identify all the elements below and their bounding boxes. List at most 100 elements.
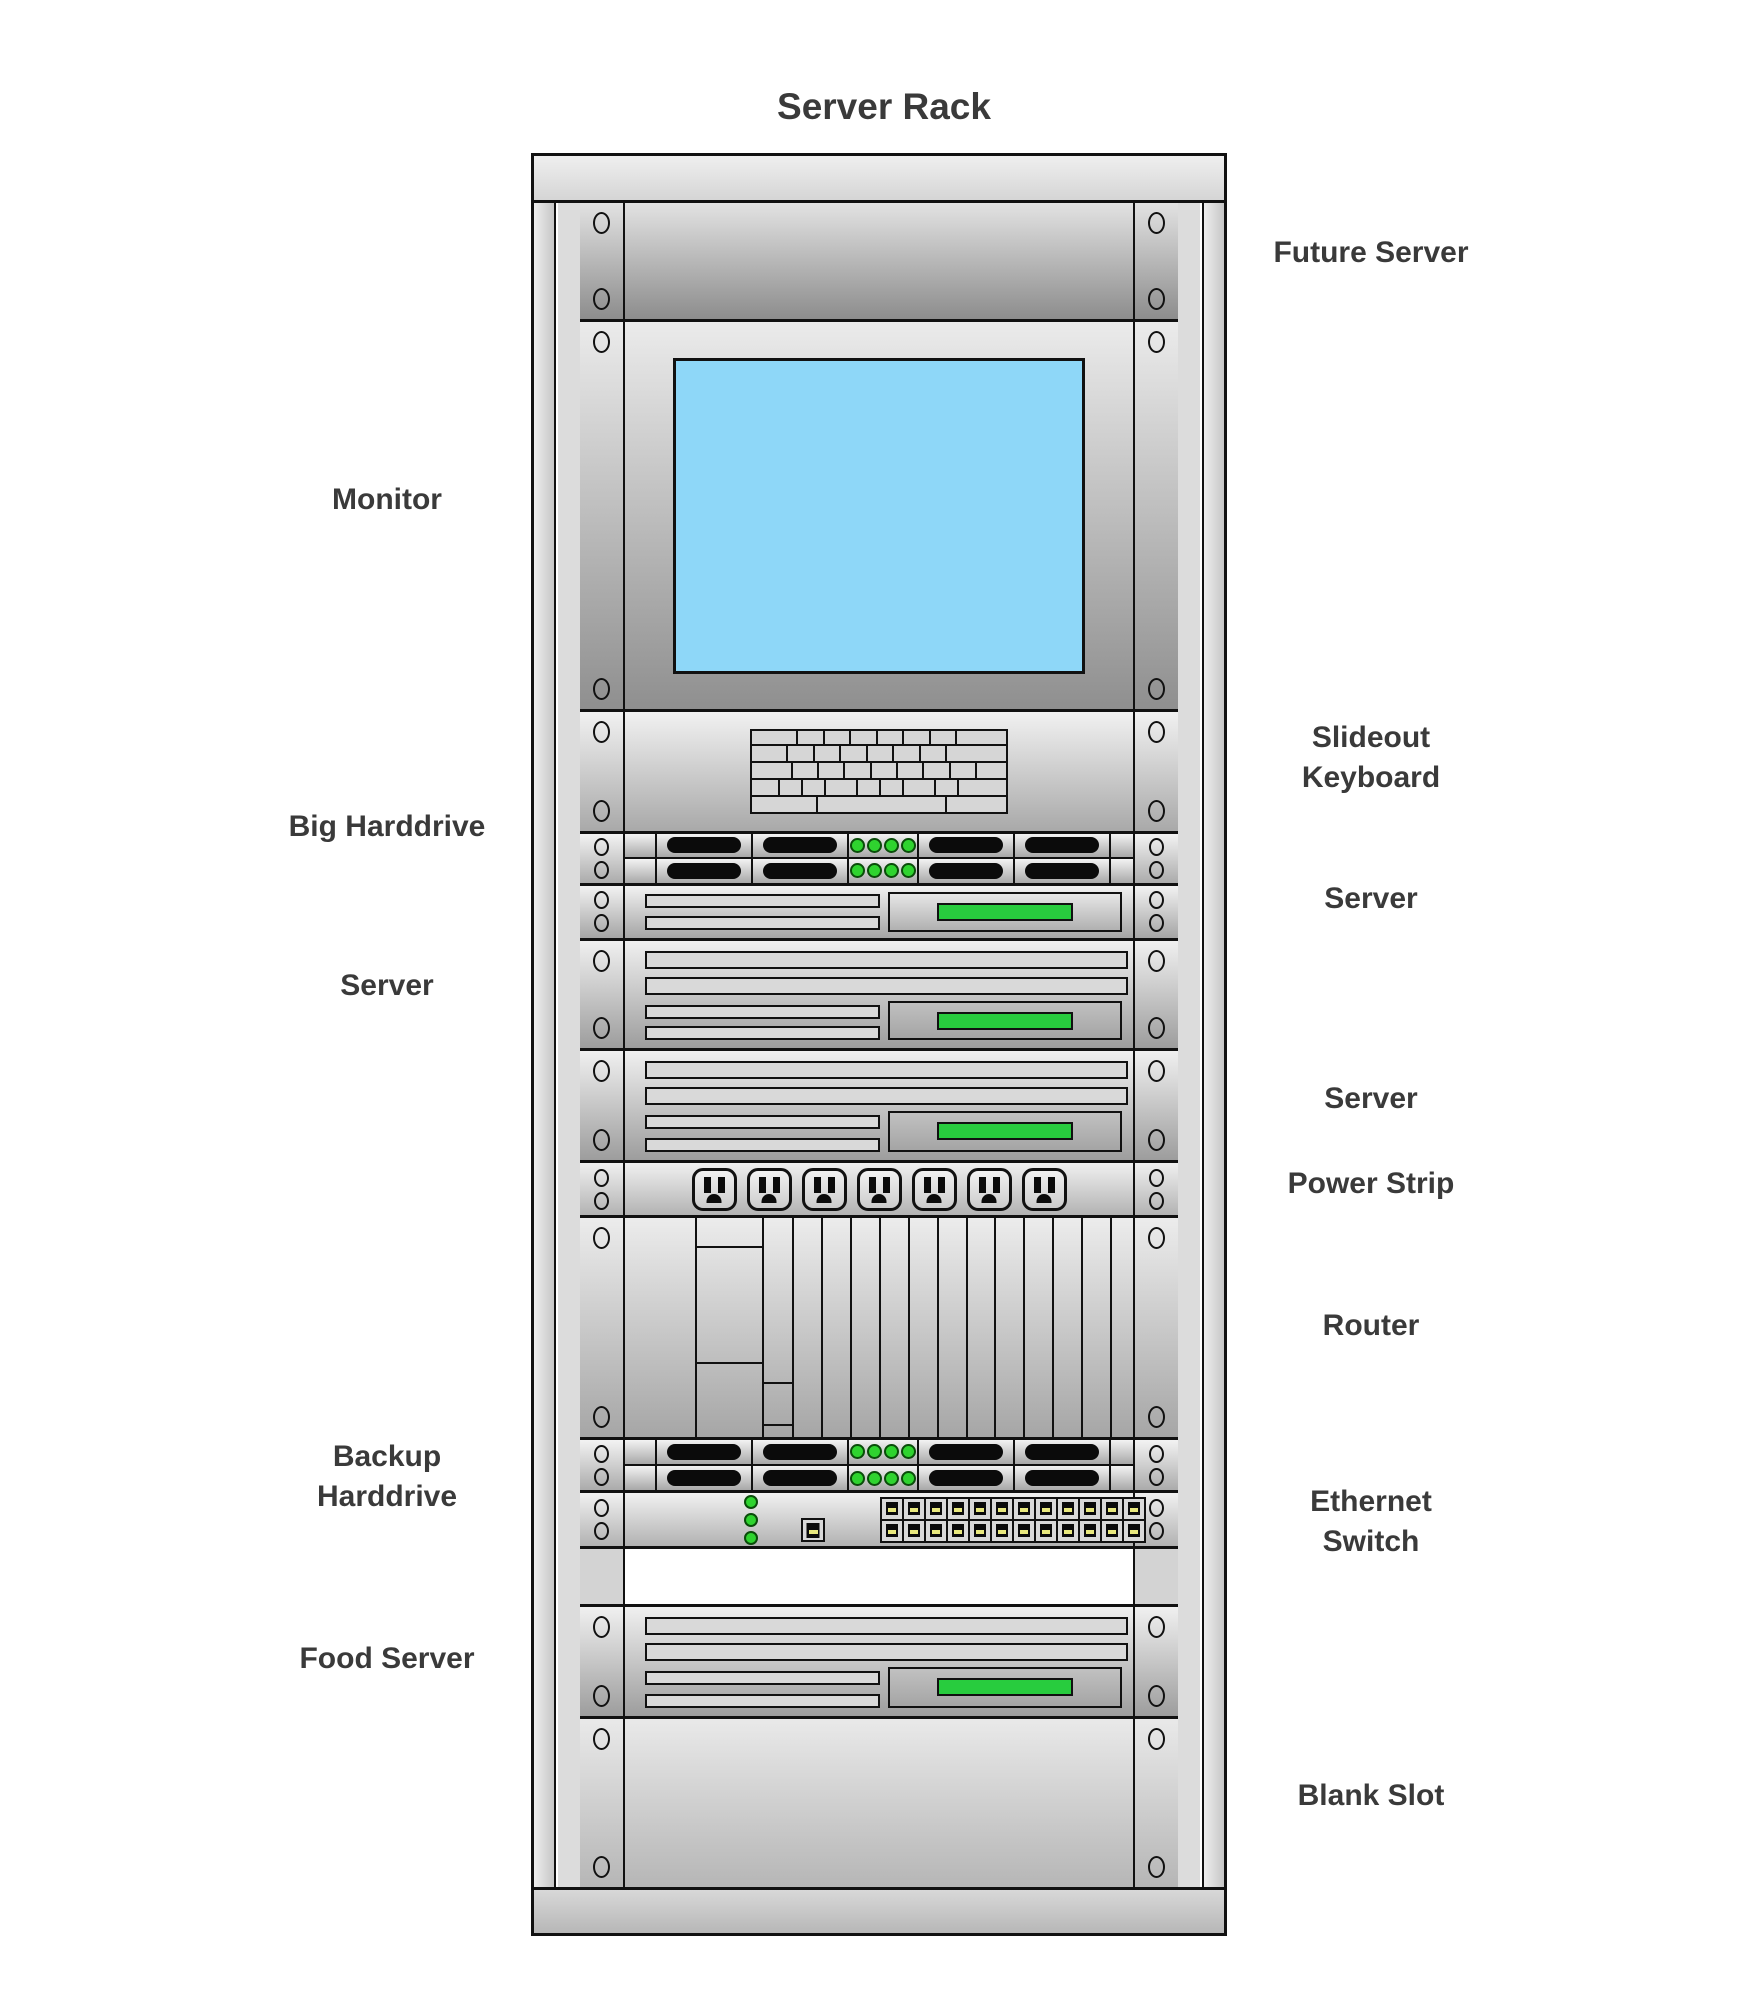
drive-bay-handle	[929, 837, 1003, 854]
mounting-flange	[1133, 885, 1178, 939]
port-pins	[1064, 1507, 1072, 1512]
mounting-hole	[593, 1227, 610, 1250]
mounting-flange	[1133, 1050, 1178, 1160]
status-led	[850, 863, 865, 879]
outlet-prong	[937, 1176, 945, 1193]
mounting-hole	[1149, 1499, 1164, 1518]
mounting-hole	[594, 914, 609, 933]
mounting-hole	[594, 1168, 609, 1187]
label-backup-harddrive: Backup Harddrive	[316, 1440, 458, 1513]
mounting-flange	[580, 203, 625, 319]
vent-slot	[645, 1114, 880, 1129]
port-plug	[1128, 1523, 1140, 1537]
slot-divider	[849, 1218, 852, 1437]
drive-bay	[1013, 1439, 1109, 1465]
outlet-ground	[871, 1193, 887, 1203]
mounting-flange	[580, 833, 625, 883]
ethernet-port	[1034, 1496, 1058, 1521]
port-plug	[1040, 1523, 1052, 1537]
rack-bottom-bar	[534, 1887, 1224, 1933]
outlet-prong	[882, 1176, 890, 1193]
mounting-flange	[1133, 1607, 1178, 1716]
mounting-hole	[594, 860, 609, 879]
unit-server-1u	[580, 882, 1178, 939]
keyboard-key	[815, 795, 948, 815]
power-indicator-bar	[937, 1678, 1073, 1697]
port-pins	[910, 1507, 918, 1512]
port-plug	[908, 1501, 920, 1515]
port-plug	[1062, 1501, 1074, 1515]
mounting-hole	[1148, 1227, 1165, 1250]
label-ethernet-switch: Ethernet Switch	[1310, 1485, 1432, 1558]
mounting-flange	[1133, 1439, 1178, 1491]
power-indicator-bar	[937, 1011, 1073, 1030]
server-vents	[645, 893, 880, 931]
status-led	[901, 837, 916, 853]
port-plug	[1018, 1501, 1030, 1515]
drive-bay-handle	[1025, 1470, 1099, 1487]
mounting-hole	[593, 1616, 610, 1639]
bay-spacer	[1109, 859, 1133, 883]
ethernet-port	[968, 1496, 992, 1521]
drive-bay	[751, 859, 847, 883]
mounting-hole	[594, 1467, 609, 1486]
bay-spacer	[625, 1466, 655, 1490]
vent-slot	[645, 1025, 880, 1040]
outlet-ground	[926, 1193, 942, 1203]
switch-panel	[625, 1493, 1146, 1546]
drive-bay-handle	[667, 837, 741, 854]
status-led	[867, 1470, 882, 1486]
mounting-hole	[593, 330, 610, 353]
server-drive-door	[888, 891, 1122, 933]
mounting-hole	[1149, 1444, 1164, 1463]
mounting-flange	[1133, 1549, 1178, 1605]
ethernet-port	[1078, 1518, 1102, 1543]
server-drive-door	[888, 1110, 1122, 1152]
server-vents	[645, 1114, 880, 1152]
label-blank-slot: Blank Slot	[1297, 1779, 1445, 1812]
outlet-prong	[1033, 1176, 1041, 1193]
port-plug	[930, 1523, 942, 1537]
unit-router	[580, 1215, 1178, 1437]
port-plug	[974, 1523, 986, 1537]
drive-bay-handle	[763, 1443, 837, 1460]
mounting-hole	[1148, 1727, 1165, 1750]
status-led	[850, 1444, 865, 1460]
drive-bay	[751, 1439, 847, 1465]
unit-future-server	[580, 203, 1178, 319]
ethernet-port-grid	[880, 1496, 1146, 1543]
drive-bay	[1013, 859, 1109, 883]
bay-spacer	[625, 834, 655, 857]
led-cluster	[847, 859, 917, 883]
led-row	[850, 863, 916, 879]
outlet-ground	[1036, 1193, 1052, 1203]
vent-slot	[645, 977, 1128, 996]
port-pins	[1086, 1507, 1094, 1512]
label-slideout-keyboard: Slideout Keyboard	[1301, 721, 1441, 794]
drive-bay	[917, 833, 1013, 858]
drive-bay	[655, 859, 751, 883]
port-plug	[908, 1523, 920, 1537]
port-plug	[1084, 1501, 1096, 1515]
status-led	[744, 1494, 758, 1509]
ethernet-port	[1012, 1518, 1036, 1543]
unit-ethernet-switch	[580, 1490, 1178, 1547]
outlet-prong	[992, 1176, 1000, 1193]
status-led	[884, 1470, 899, 1486]
unit-backup-harddrive	[580, 1436, 1178, 1491]
keyboard-keys	[750, 729, 1008, 815]
mounting-flange	[580, 941, 625, 1048]
port-pins	[954, 1507, 962, 1512]
mounting-flange	[580, 1439, 625, 1491]
ethernet-port	[968, 1518, 992, 1543]
port-pins	[1086, 1529, 1094, 1534]
outlet-prong	[923, 1176, 931, 1193]
power-outlet	[911, 1167, 957, 1211]
drive-bay-handle	[1025, 862, 1099, 879]
mounting-flange	[580, 1549, 625, 1605]
status-led-stack	[744, 1494, 758, 1545]
port-plug	[886, 1501, 898, 1515]
port-plug	[1106, 1523, 1118, 1537]
mounting-flange	[580, 1718, 625, 1888]
